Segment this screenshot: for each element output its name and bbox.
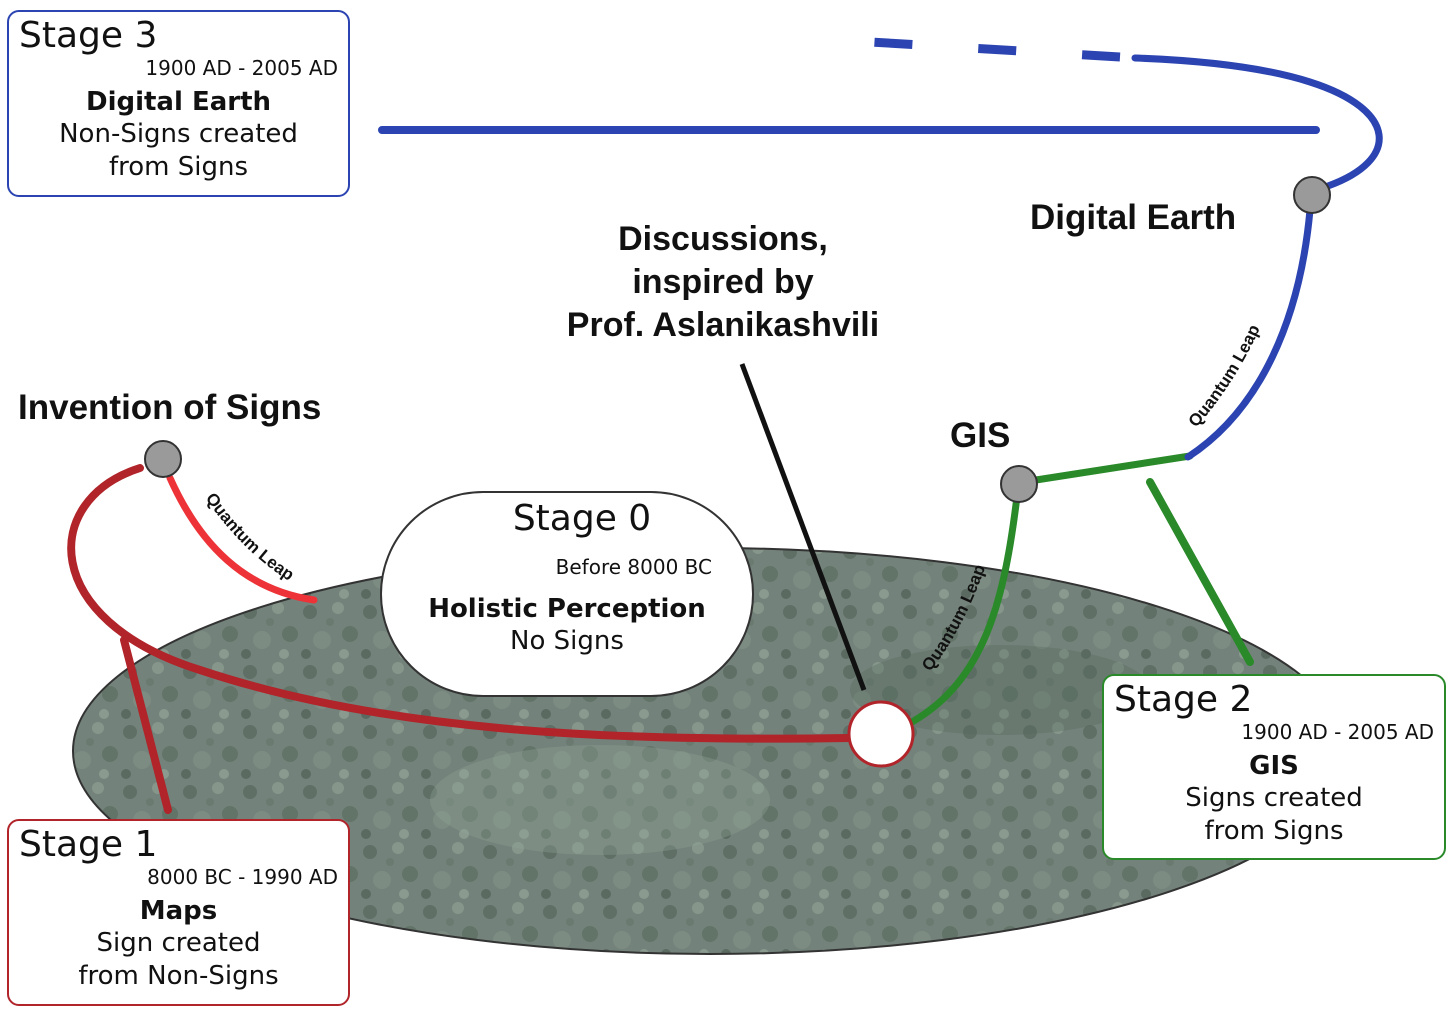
discussion-pointer [739, 363, 867, 691]
stage1-stage-label: Stage 1 [19, 824, 158, 865]
discussion-line1: Discussions, [618, 220, 828, 258]
stage0-title: Holistic Perception [428, 594, 706, 624]
digital-earth-dashed-future [837, 35, 1121, 62]
discussion-line2: inspired by [632, 263, 814, 301]
discussion-line3: Prof. Aslanikashvili [566, 306, 880, 344]
stage2-box: Stage 2 1900 AD - 2005 AD GIS Signs crea… [1102, 674, 1446, 860]
digital-quantum-leap-curve [1184, 206, 1314, 461]
digital-earth-loop [1131, 54, 1383, 190]
stage3-title: Digital Earth [85, 87, 272, 117]
stage0-desc: No Signs [510, 626, 624, 656]
maps-curve [67, 464, 854, 743]
stage2-connector [1146, 478, 1254, 666]
invention-node [144, 440, 182, 478]
stage1-box: Stage 1 8000 BC - 1990 AD Maps Sign crea… [7, 819, 350, 1006]
stage2-desc-line1: Signs created [1185, 783, 1363, 813]
stage3-box: Stage 3 1900 AD - 2005 AD Digital Earth … [7, 10, 350, 197]
digital-earth-node [1293, 176, 1331, 214]
stage2-dates: 1900 AD - 2005 AD [1241, 720, 1434, 744]
stage0-dates: Before 8000 BC [555, 555, 712, 579]
stage2-title: GIS [1249, 751, 1299, 781]
gis-quantum-leap-curve [908, 484, 1022, 726]
stage2-desc-line2: from Signs [1204, 816, 1344, 846]
stage2-stage-label: Stage 2 [1114, 679, 1253, 720]
origin-node [847, 700, 915, 768]
stage0-box: Stage 0 Before 8000 BC Holistic Percepti… [380, 491, 754, 697]
discussion-annotation: Discussions, inspired by Prof. Aslanikas… [533, 218, 913, 347]
stage1-connector [120, 636, 172, 814]
invention-quantum-leap-curve [166, 474, 318, 604]
stage1-desc-line2: from Non-Signs [78, 961, 279, 991]
stage1-dates: 8000 BC - 1990 AD [147, 865, 338, 889]
gis-branch-line [1032, 452, 1194, 484]
stage3-stage-label: Stage 3 [19, 15, 158, 56]
stage3-dates: 1900 AD - 2005 AD [145, 56, 338, 80]
quantum-leap-label-red: Quantum Leap [202, 489, 298, 584]
quantum-leap-label-blue: Quantum Leap [1185, 322, 1264, 431]
digital-earth-label: Digital Earth [1030, 198, 1237, 237]
gis-label: GIS [950, 416, 1011, 455]
gis-node [1000, 465, 1038, 503]
stage1-desc-line1: Sign created [96, 928, 261, 958]
stage3-desc-line1: Non-Signs created [59, 119, 298, 149]
stage3-desc-line2: from Signs [108, 152, 249, 182]
invention-of-signs-label: Invention of Signs [18, 388, 322, 427]
stage0-stage-label: Stage 0 [512, 498, 652, 539]
stage1-title: Maps [139, 896, 218, 926]
